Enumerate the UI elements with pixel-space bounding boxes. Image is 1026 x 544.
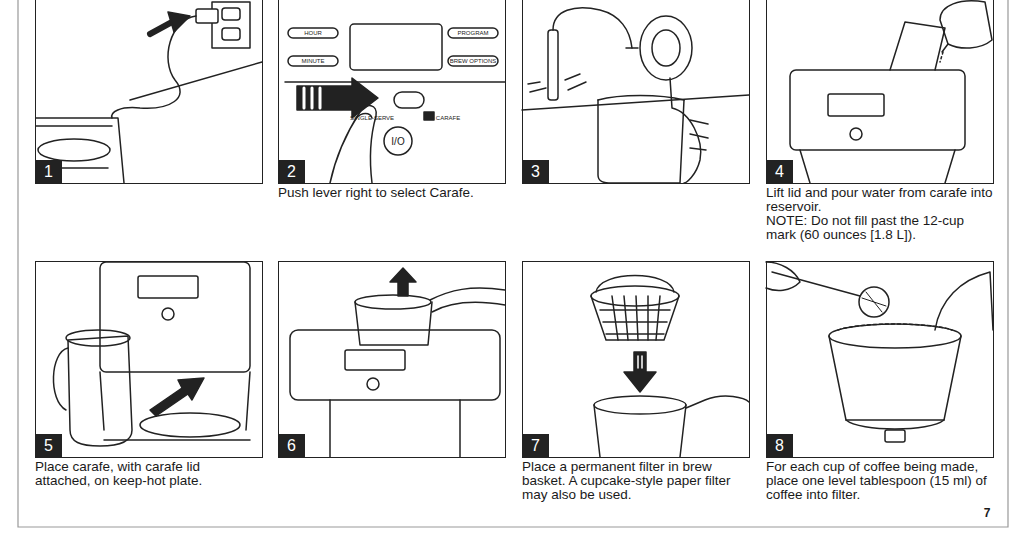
button-label: MINUTE bbox=[302, 58, 325, 64]
button-label: PROGRAM bbox=[457, 30, 488, 36]
step-number: 5 bbox=[35, 434, 62, 458]
lever-label: SINGLE-SERVE bbox=[350, 115, 394, 121]
step-panel: 6 bbox=[278, 261, 506, 458]
step-number: 6 bbox=[278, 434, 305, 458]
step-panel: 1 bbox=[35, 0, 263, 184]
step-number: 1 bbox=[35, 160, 62, 184]
step-number: 7 bbox=[522, 434, 549, 458]
step-panel: 4Lift lid and pour water from carafe int… bbox=[766, 0, 994, 184]
button-label: HOUR bbox=[304, 30, 322, 36]
step-panel: 3 bbox=[522, 0, 750, 184]
step-panel: 8For each cup of coffee being made, plac… bbox=[766, 261, 994, 458]
step-panel: 2Push lever right to select Carafe. bbox=[278, 0, 506, 184]
caption-group: Lift lid and pour water from carafe into… bbox=[766, 186, 996, 242]
page-number: 7 bbox=[984, 506, 991, 520]
step-panel: 7Place a permanent filter in brew basket… bbox=[522, 261, 750, 458]
step-note: NOTE: Do not fill past the 12-cup mark (… bbox=[766, 214, 996, 242]
lever-label: CARAFE bbox=[436, 115, 460, 121]
power-label: I/O bbox=[391, 136, 404, 147]
step-number: 3 bbox=[522, 160, 549, 184]
step-caption: Push lever right to select Carafe. bbox=[278, 186, 506, 200]
step-number: 2 bbox=[278, 160, 305, 184]
button-label: BREW OPTIONS bbox=[450, 58, 497, 64]
caption-group: Push lever right to select Carafe. bbox=[278, 186, 506, 200]
caption-group: Place carafe, with carafe lid attached, … bbox=[35, 460, 235, 488]
step-caption: For each cup of coffee being made, place… bbox=[766, 460, 994, 502]
step-caption: Place carafe, with carafe lid attached, … bbox=[35, 460, 235, 488]
caption-group: Place a permanent filter in brew basket.… bbox=[522, 460, 738, 502]
step-caption: Place a permanent filter in brew basket.… bbox=[522, 460, 738, 502]
step-caption: Lift lid and pour water from carafe into… bbox=[766, 186, 996, 214]
caption-group: For each cup of coffee being made, place… bbox=[766, 460, 994, 502]
step-number: 4 bbox=[766, 160, 793, 184]
step-panel: 5Place carafe, with carafe lid attached,… bbox=[35, 261, 263, 458]
step-number: 8 bbox=[766, 434, 793, 458]
